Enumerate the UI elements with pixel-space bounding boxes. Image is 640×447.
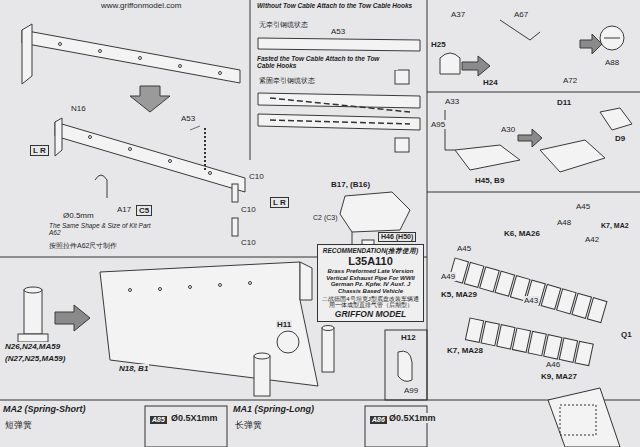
part-number: A86 [370,416,387,424]
watermark: www.griffonmodel.com [100,1,182,10]
part-number: A99 [403,386,419,395]
part-number: K7, MA28 [446,346,484,355]
part-number: D9 [614,134,626,143]
part-number: A33 [444,97,460,106]
part-number: MA2 (Spring-Short) [2,404,87,414]
product-code: L35A110 [321,255,420,267]
part-number: H25 [430,40,447,49]
part-number: K5, MA29 [440,290,478,299]
part-number: A53 [330,27,346,36]
part-name: 短弹簧 [4,420,33,430]
callout-number: Q1 [620,330,633,339]
part-number: (N27,N25,MA59) [4,354,66,363]
part-number: N26,N24,MA59 [4,342,61,351]
step-note: Without Tow Cable Attach to the Tow Cabl… [256,2,423,9]
part-number: D11 [556,98,572,107]
part-number: A95 [430,120,446,129]
part-number: A17 [116,205,132,214]
part-number: H46 (H50) [378,232,416,242]
brand-name: GRIFFON MODEL [321,310,420,319]
recommendation-box: RECOMMENDATION(推荐使用)L35A110Brass Preform… [317,244,424,322]
part-number: H24 [482,78,499,87]
dimension: Ø0.5X1mm [388,413,437,423]
part-number: K7, MA2 [600,222,630,230]
part-number: C10 [240,205,257,214]
box-heading: RECOMMENDATION(推荐使用) [321,247,420,254]
part-number: A42 [584,235,600,244]
part-number: A67 [513,10,529,19]
part-number: A37 [450,10,466,19]
part-number: H45, B9 [474,176,505,185]
dimension: Ø0.5X1mm [170,413,219,423]
part-number: C2 (C3) [312,214,339,222]
step-note: 紧固牵引钢缆状态 [258,77,316,85]
part-number: A88 [604,58,620,67]
part-number: N16 [70,104,87,113]
part-number: C10 [240,238,257,247]
part-number: MA1 (Spring-Long) [232,404,315,414]
part-number: C10 [248,172,265,181]
part-number: A45 [456,244,472,253]
part-name: 长弹簧 [234,420,263,430]
part-number: N18, B1 [118,364,149,373]
product-description: Brass Preformed Late Version Vertical Ex… [321,268,420,294]
note: The Same Shape & Size of Kit Part A62 [48,222,160,237]
part-number: K6, MA26 [503,229,541,238]
part-number: A49 [440,272,456,281]
part-number: A85 [150,416,167,424]
side-mark: L R [270,197,289,208]
dimension: Ø0.5mm [62,211,95,220]
part-number: K9, MA27 [540,372,578,381]
callout-number: H12 [400,333,417,342]
note: 按照拉件A62尺寸制作 [48,242,118,250]
part-number: C5 [136,205,152,216]
product-description: 二战德国4号坦克J型底盘改装车辆通用一体成型直排气管（后期型） [321,296,420,309]
part-number: B17, (B16) [330,180,371,189]
part-number: A30 [500,125,516,134]
part-number: A53 [180,114,196,123]
callout-number: H11 [276,320,292,329]
part-number: A72 [562,76,578,85]
part-number: A46 [545,360,561,369]
part-number: A45 [575,202,591,211]
step-note: 无牵引钢缆状态 [258,21,309,29]
side-mark: L R [30,145,49,156]
part-number: A43 [523,296,539,305]
part-number: A48 [556,218,572,227]
step-note: Fasted the Tow Cable Attach to the Tow C… [256,55,398,70]
